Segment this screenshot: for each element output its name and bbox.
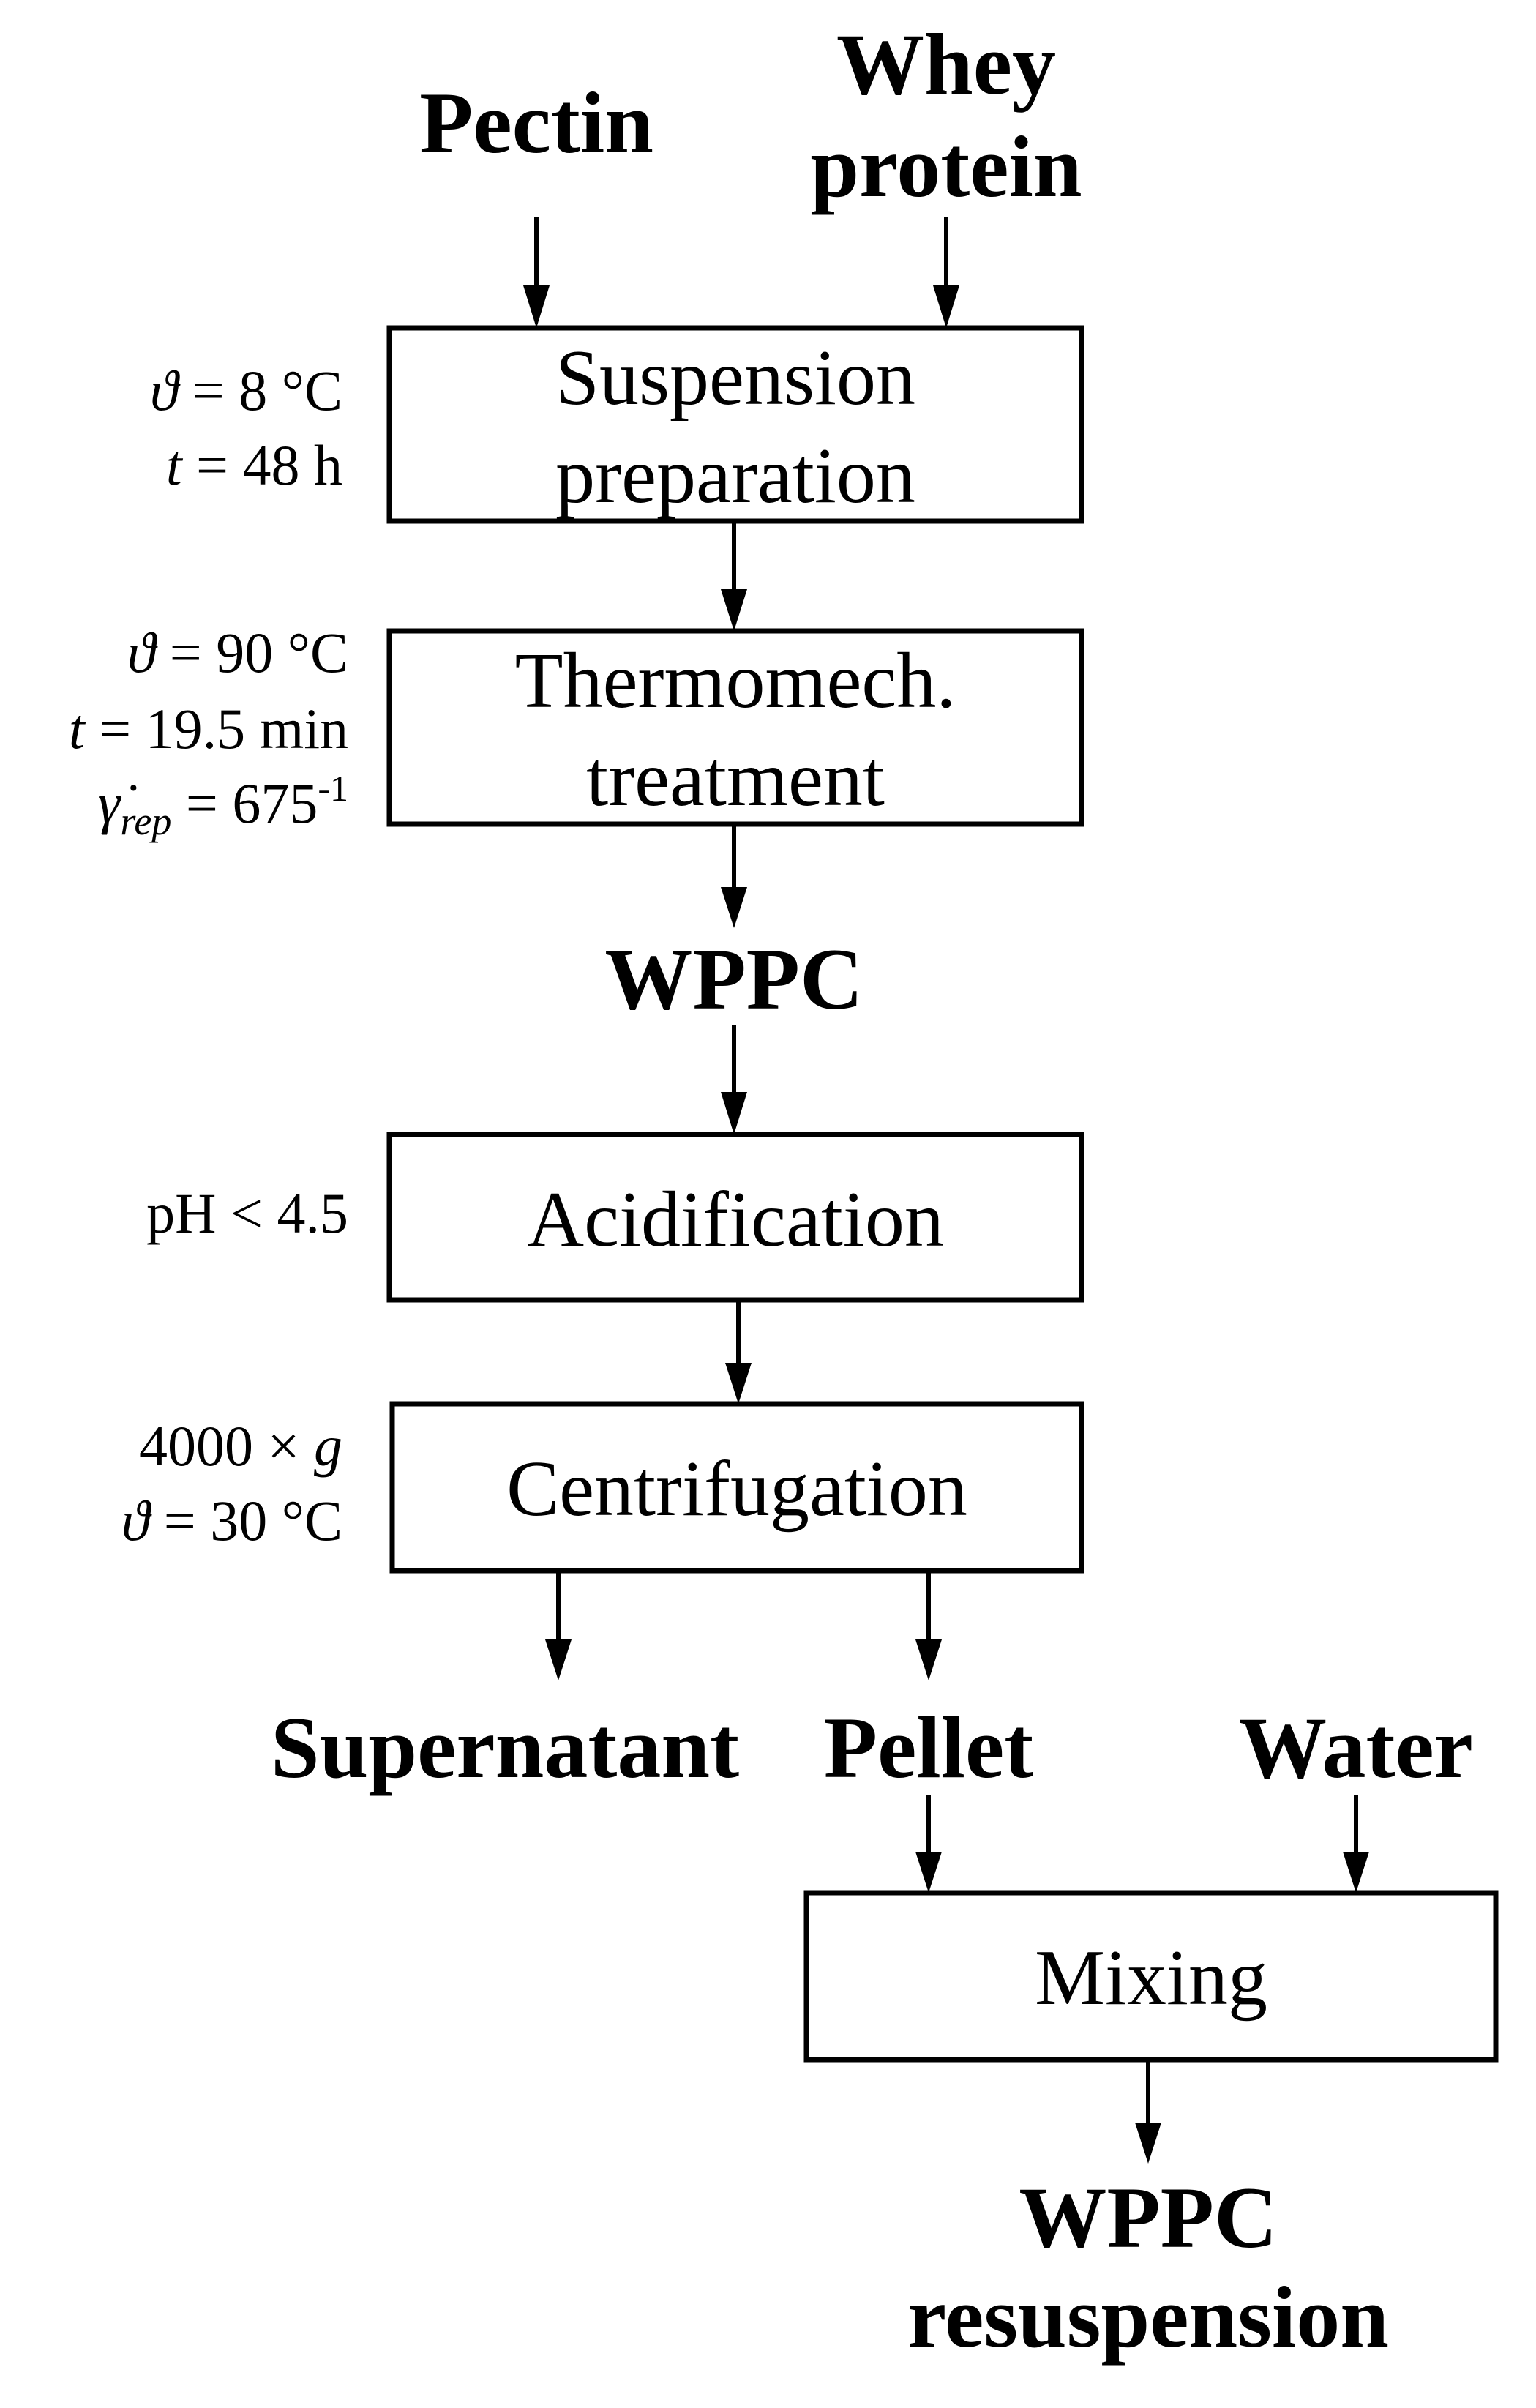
arrow-wppc-to-acidification [721, 1025, 747, 1134]
pellet-label: Pellet [824, 1699, 1034, 1796]
arrow-pellet-to-mixing [915, 1795, 942, 1893]
wppc-label: WPPC [604, 930, 863, 1028]
thermomech-treatment-label-line1: Thermomech. [515, 637, 956, 725]
centrifugation-box [389, 1401, 1084, 1574]
arrow-whey-to-suspension [933, 217, 959, 328]
acidification-ph: pH < 4.5 [146, 1181, 348, 1245]
mixing-label: Mixing [1035, 1934, 1267, 2022]
suspension-temperature: ϑ = 8 °C [150, 359, 342, 422]
arrow-centrifugation-to-supernatant [545, 1571, 572, 1680]
thermomech-treatment-box [386, 628, 1084, 827]
input-pectin: Pectin [419, 74, 653, 171]
suspension-preparation-label-line2: preparation [555, 433, 915, 520]
thermomech-shear-rate: γ̇rep = 675-1 [98, 768, 348, 843]
centrifugation-temperature: ϑ = 30 °C [121, 1489, 342, 1552]
thermomech-time: t = 19.5 min [69, 697, 348, 760]
centrifugation-force: 4000 × g [139, 1414, 342, 1478]
arrow-mixing-to-resuspension [1135, 2060, 1161, 2164]
input-whey-protein-line1: Whey [836, 15, 1056, 113]
final-output-line2: resuspension [907, 2268, 1389, 2366]
input-whey-protein-line2: protein [810, 118, 1082, 215]
acidification-box [386, 1132, 1084, 1303]
arrow-pectin-to-suspension [523, 217, 550, 328]
mixing-box [803, 1890, 1499, 2063]
final-output-line1: WPPC [1019, 2169, 1277, 2266]
suspension-time: t = 48 h [166, 433, 342, 497]
thermomech-temperature: ϑ = 90 °C [127, 621, 348, 684]
supernatant-label: Supernatant [271, 1699, 739, 1796]
thermomech-treatment-label-line2: treatment [586, 736, 885, 823]
suspension-preparation-box [386, 325, 1084, 524]
water-label: Water [1239, 1699, 1473, 1796]
arrow-thermomech-to-wppc [721, 824, 747, 928]
arrow-water-to-mixing [1343, 1795, 1369, 1893]
centrifugation-label: Centrifugation [506, 1446, 967, 1533]
acidification-label: Acidification [527, 1176, 944, 1263]
arrow-centrifugation-to-pellet [915, 1571, 942, 1680]
arrow-acidification-to-centrifugation [725, 1300, 752, 1404]
suspension-preparation-label-line1: Suspension [555, 334, 915, 422]
arrow-suspension-to-thermomech [721, 521, 747, 631]
